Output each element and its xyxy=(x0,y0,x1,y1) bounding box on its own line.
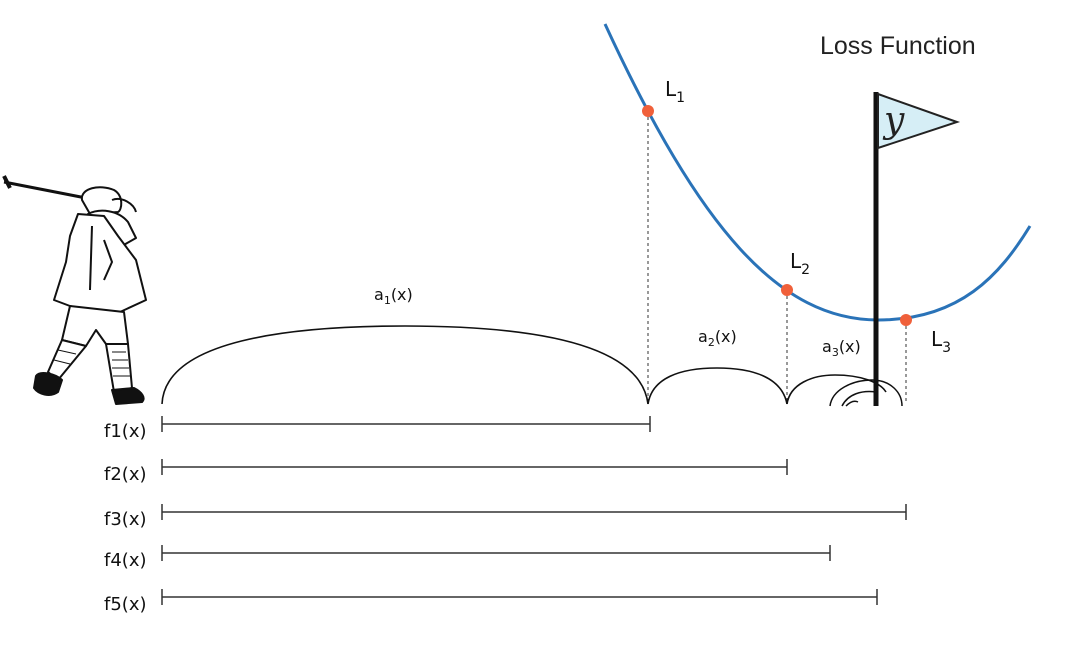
f-line-2 xyxy=(161,459,788,475)
loss-label-l1: L1 xyxy=(665,77,685,106)
golf-ball-icon xyxy=(829,379,903,407)
f-label-4: f4(x) xyxy=(104,550,147,571)
f-lines xyxy=(161,416,907,605)
f-line-4 xyxy=(161,545,831,561)
flag-label: y xyxy=(882,100,905,141)
flag-icon: y xyxy=(873,92,961,406)
drop-lines xyxy=(647,111,907,404)
diagram-title: Loss Function xyxy=(820,32,976,60)
trajectory-arcs xyxy=(161,325,887,405)
arc-label-a3: a3(x) xyxy=(822,337,861,359)
loss-curve xyxy=(603,23,1032,322)
f-line-3 xyxy=(161,504,907,520)
f-label-3: f3(x) xyxy=(104,509,147,530)
arc-label-a1: a1(x) xyxy=(374,285,413,307)
loss-label-l2: L2 xyxy=(790,249,810,278)
arc-a1 xyxy=(161,325,649,405)
golfer-illustration xyxy=(2,175,147,405)
f-label-5: f5(x) xyxy=(104,594,147,615)
loss-point-l3 xyxy=(900,314,912,326)
f-label-1: f1(x) xyxy=(104,421,147,442)
f-line-1 xyxy=(161,416,651,432)
arc-a3 xyxy=(786,374,887,405)
loss-label-l3: L3 xyxy=(931,327,951,356)
loss-point-l2 xyxy=(781,284,793,296)
loss-point-l1 xyxy=(642,105,654,117)
f-label-2: f2(x) xyxy=(104,464,147,485)
f-line-5 xyxy=(161,589,878,605)
arc-a2 xyxy=(647,367,788,405)
arc-label-a2: a2(x) xyxy=(698,327,737,349)
